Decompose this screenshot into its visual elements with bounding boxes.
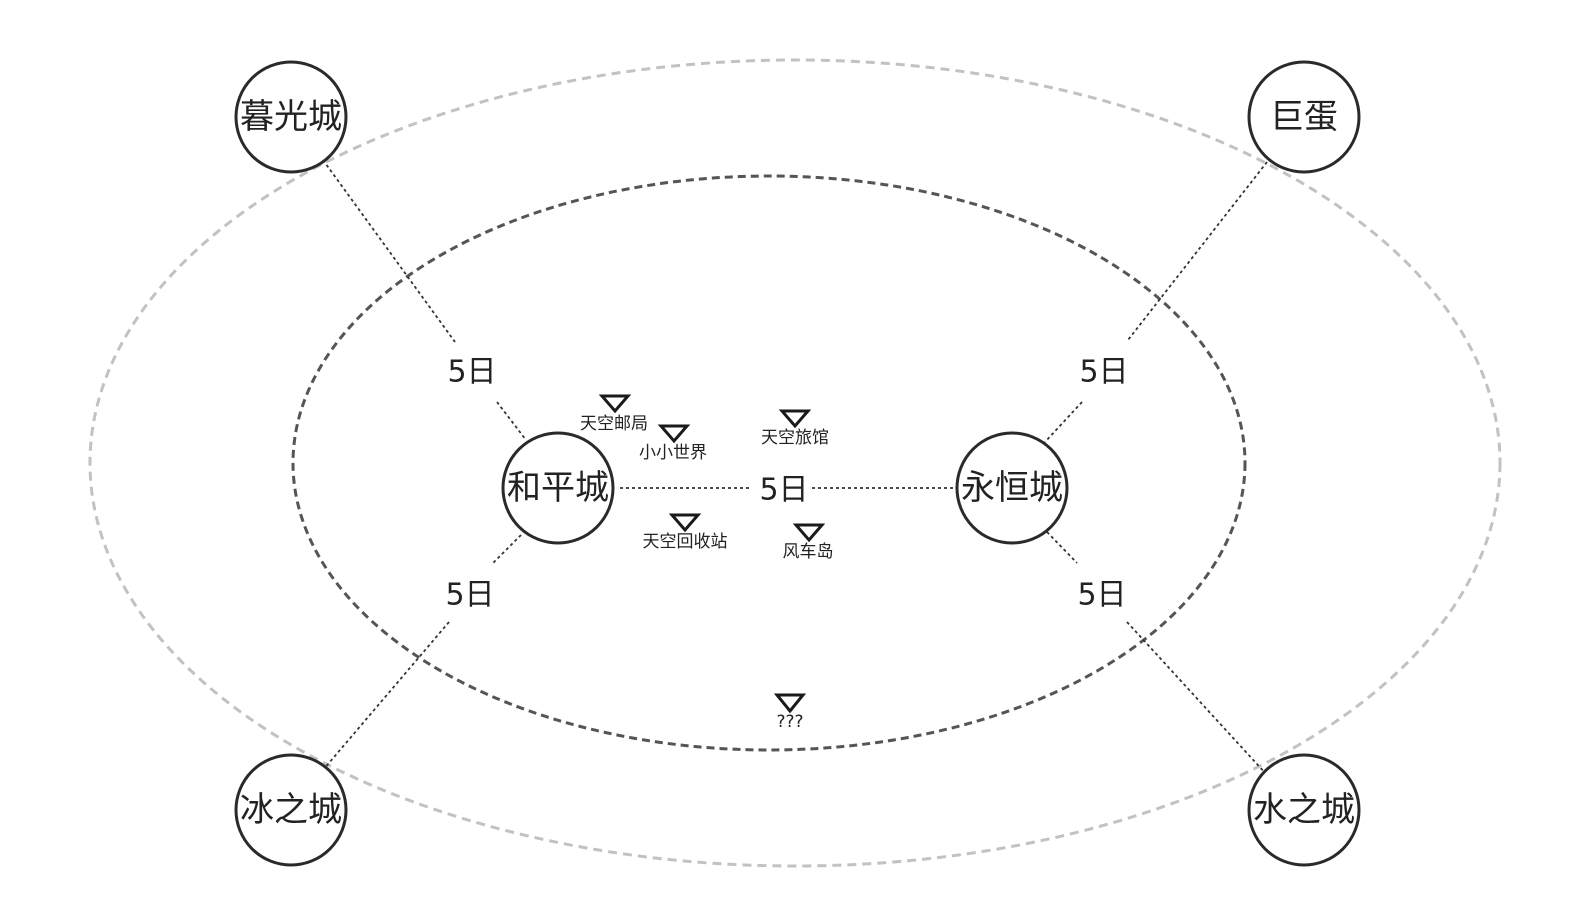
node-label-peace-city: 和平城: [507, 468, 609, 508]
node-circle-water-city: [1247, 753, 1361, 867]
triangle-marker-icon: [792, 523, 826, 543]
node-label-eternal-city: 永恒城: [961, 468, 1063, 508]
outer-ring: [88, 58, 1502, 868]
connector-eternal-to-label-lower: [1046, 531, 1078, 564]
connector-peace-to-label-lower: [492, 534, 522, 564]
node-circle-peace-city: [501, 431, 615, 545]
triangle-marker-icon: [598, 394, 632, 414]
poi-label-unknown: ???: [776, 712, 803, 732]
connector-label-to-eternal: [1044, 401, 1083, 443]
connector-egg-to-label: [1127, 161, 1268, 341]
connector-label-to-water: [1126, 621, 1268, 776]
node-circle-giant-egg: [1247, 60, 1361, 174]
edge-label-eternal-water: 5日: [1077, 578, 1126, 613]
connector-label-to-peace: [496, 401, 527, 441]
triangle-marker-icon: [668, 513, 702, 533]
node-label-dusk-city: 暮光城: [240, 97, 342, 137]
poi-label-windmill-island: 风车岛: [783, 542, 834, 562]
triangle-marker-icon: [778, 409, 812, 429]
edge-label-peace-ice: 5日: [445, 578, 494, 613]
connector-label-to-ice: [322, 621, 450, 771]
edge-label-peace-eternal: 5日: [759, 473, 808, 508]
node-label-water-city: 水之城: [1253, 790, 1355, 830]
poi-label-sky-recycling-station: 天空回收站: [643, 532, 728, 552]
triangle-marker-icon: [657, 424, 691, 444]
triangle-marker-icon: [773, 693, 807, 714]
node-circle-ice-city: [234, 753, 348, 867]
node-circle-eternal-city: [955, 431, 1069, 545]
edge-label-egg-eternal: 5日: [1079, 355, 1128, 390]
node-label-giant-egg: 巨蛋: [1270, 97, 1338, 137]
poi-label-sky-post-office: 天空邮局: [580, 414, 648, 434]
poi-label-sky-inn: 天空旅馆: [761, 428, 829, 448]
connector-dusk-to-label: [322, 159, 456, 343]
edge-label-dusk-peace: 5日: [447, 355, 496, 390]
inner-ring: [291, 174, 1247, 752]
node-circle-dusk-city: [234, 60, 348, 174]
poi-label-tiny-world: 小小世界: [639, 443, 707, 463]
node-label-ice-city: 冰之城: [240, 790, 342, 830]
